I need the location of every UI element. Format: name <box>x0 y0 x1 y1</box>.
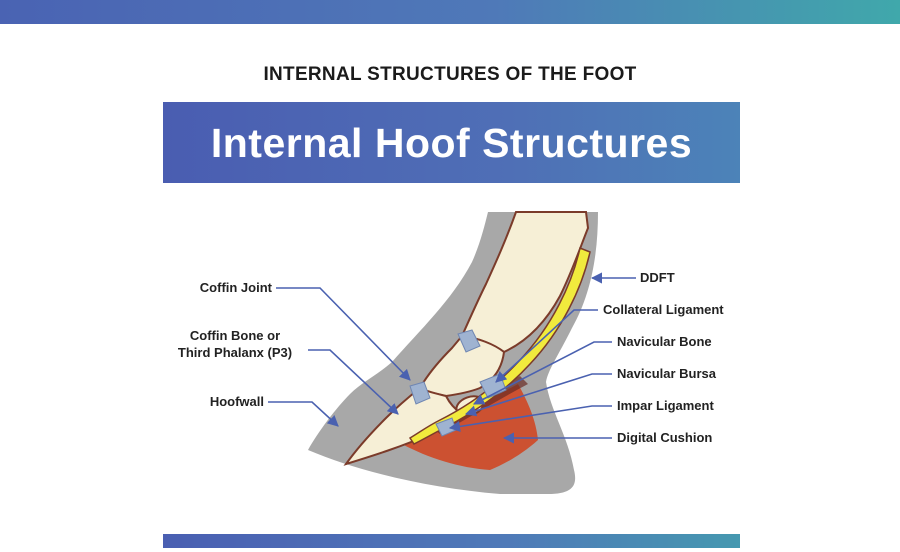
top-accent-band <box>0 0 900 24</box>
page-heading: INTERNAL STRUCTURES OF THE FOOT <box>263 64 637 85</box>
label-hoofwall: Hoofwall <box>209 394 264 409</box>
leader-navicular-bone <box>473 341 612 405</box>
label-coffin-bone: Coffin Bone or Third Phalanx (P3) <box>160 327 310 361</box>
label-ddft: DDFT <box>640 270 675 285</box>
bottom-accent-band <box>163 534 740 548</box>
leader-collateral-ligament <box>495 309 598 383</box>
pastern-joint-cartilage <box>457 329 481 353</box>
leader-hoofwall <box>268 401 339 427</box>
label-coffin-joint: Coffin Joint <box>199 280 272 295</box>
coffin-joint-cartilage <box>409 381 431 405</box>
leader-coffin-bone <box>308 349 399 415</box>
label-coffin-bone-line2: Third Phalanx (P3) <box>177 345 293 360</box>
leader-navicular-bursa <box>464 373 612 417</box>
leader-impar-ligament <box>448 405 612 432</box>
label-navicular-bursa: Navicular Bursa <box>617 366 716 381</box>
digital-cushion <box>402 384 538 470</box>
label-collateral-ligament: Collateral Ligament <box>603 302 724 317</box>
banner-title: Internal Hoof Structures <box>210 120 693 166</box>
label-coffin-bone-line1: Coffin Bone or <box>189 328 281 343</box>
label-navicular-bone: Navicular Bone <box>617 334 712 349</box>
label-digital-cushion: Digital Cushion <box>617 430 713 445</box>
leader-coffin-joint <box>276 287 411 381</box>
label-impar-ligament: Impar Ligament <box>617 398 714 413</box>
title-banner: Internal Hoof Structures <box>163 102 740 183</box>
